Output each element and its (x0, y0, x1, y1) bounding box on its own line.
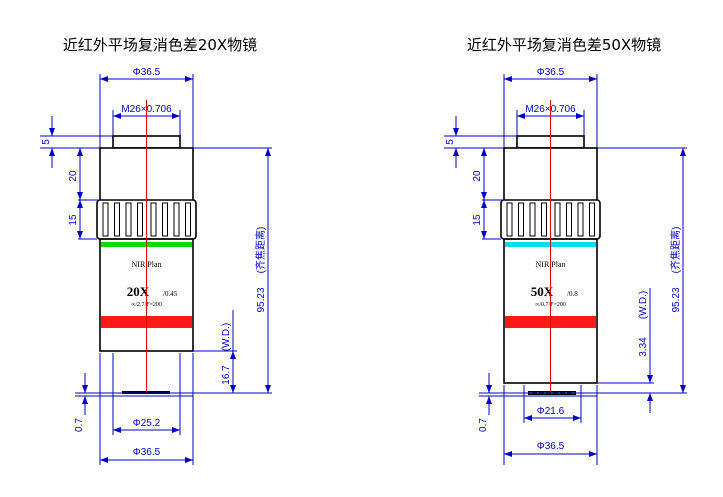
na-label: /0.8 (567, 290, 578, 298)
drawing-title: 近红外平场复消色差50X物镜 (467, 36, 661, 54)
dim-top-label: 5 (41, 139, 52, 145)
parfocal-value: 95.23 (256, 287, 267, 312)
knurl-groove (506, 202, 513, 237)
knurl-groove (125, 202, 132, 237)
knurl-groove (102, 202, 109, 237)
dim-ring-label: 15 (68, 214, 79, 226)
wd-label: (W.D.) (221, 323, 232, 351)
dim-upper-label: 20 (472, 170, 483, 182)
knurl-groove (185, 202, 191, 237)
parfocal-label: (齐焦距离) (669, 227, 682, 274)
bottom-diameter-label: Φ36.5 (133, 447, 161, 458)
front-diameter-label: Φ25.2 (133, 418, 161, 429)
magnification-label: 50X (531, 284, 554, 299)
knurl-groove (529, 202, 536, 237)
cover-thickness-label: 0.7 (478, 418, 489, 432)
wd-value: 16.7 (221, 365, 232, 385)
na-label: /0.45 (163, 290, 178, 298)
bottom-diameter-label: Φ36.5 (537, 441, 565, 452)
knurl-groove (137, 202, 143, 237)
dim-ring-label: 15 (472, 214, 483, 226)
dim-top-label: 5 (445, 139, 456, 145)
magnification-label: 20X (127, 284, 150, 299)
knurl-groove (162, 202, 168, 237)
parfocal-label: (齐焦距离) (254, 227, 267, 274)
knurl-groove (566, 202, 572, 237)
knurl-groove (150, 202, 157, 237)
drawing-title: 近红外平场复消色差20X物镜 (63, 36, 257, 54)
knurl-groove (589, 202, 595, 237)
knurl-groove (577, 202, 584, 237)
parfocal-value: 95.23 (671, 287, 682, 312)
wd-label: (W.D.) (638, 291, 649, 319)
dim-upper-label: 20 (68, 170, 79, 182)
outer-diameter-label: Φ36.5 (133, 67, 161, 78)
knurl-groove (518, 202, 524, 237)
knurl-groove (541, 202, 547, 237)
outer-diameter-label: Φ36.5 (537, 67, 565, 78)
front-diameter-label: Φ21.6 (537, 406, 565, 417)
knurl-groove (173, 202, 180, 237)
cover-thickness-label: 0.7 (74, 418, 85, 432)
knurl-groove (114, 202, 120, 237)
knurl-groove (554, 202, 561, 237)
wd-value: 3.34 (638, 337, 649, 357)
